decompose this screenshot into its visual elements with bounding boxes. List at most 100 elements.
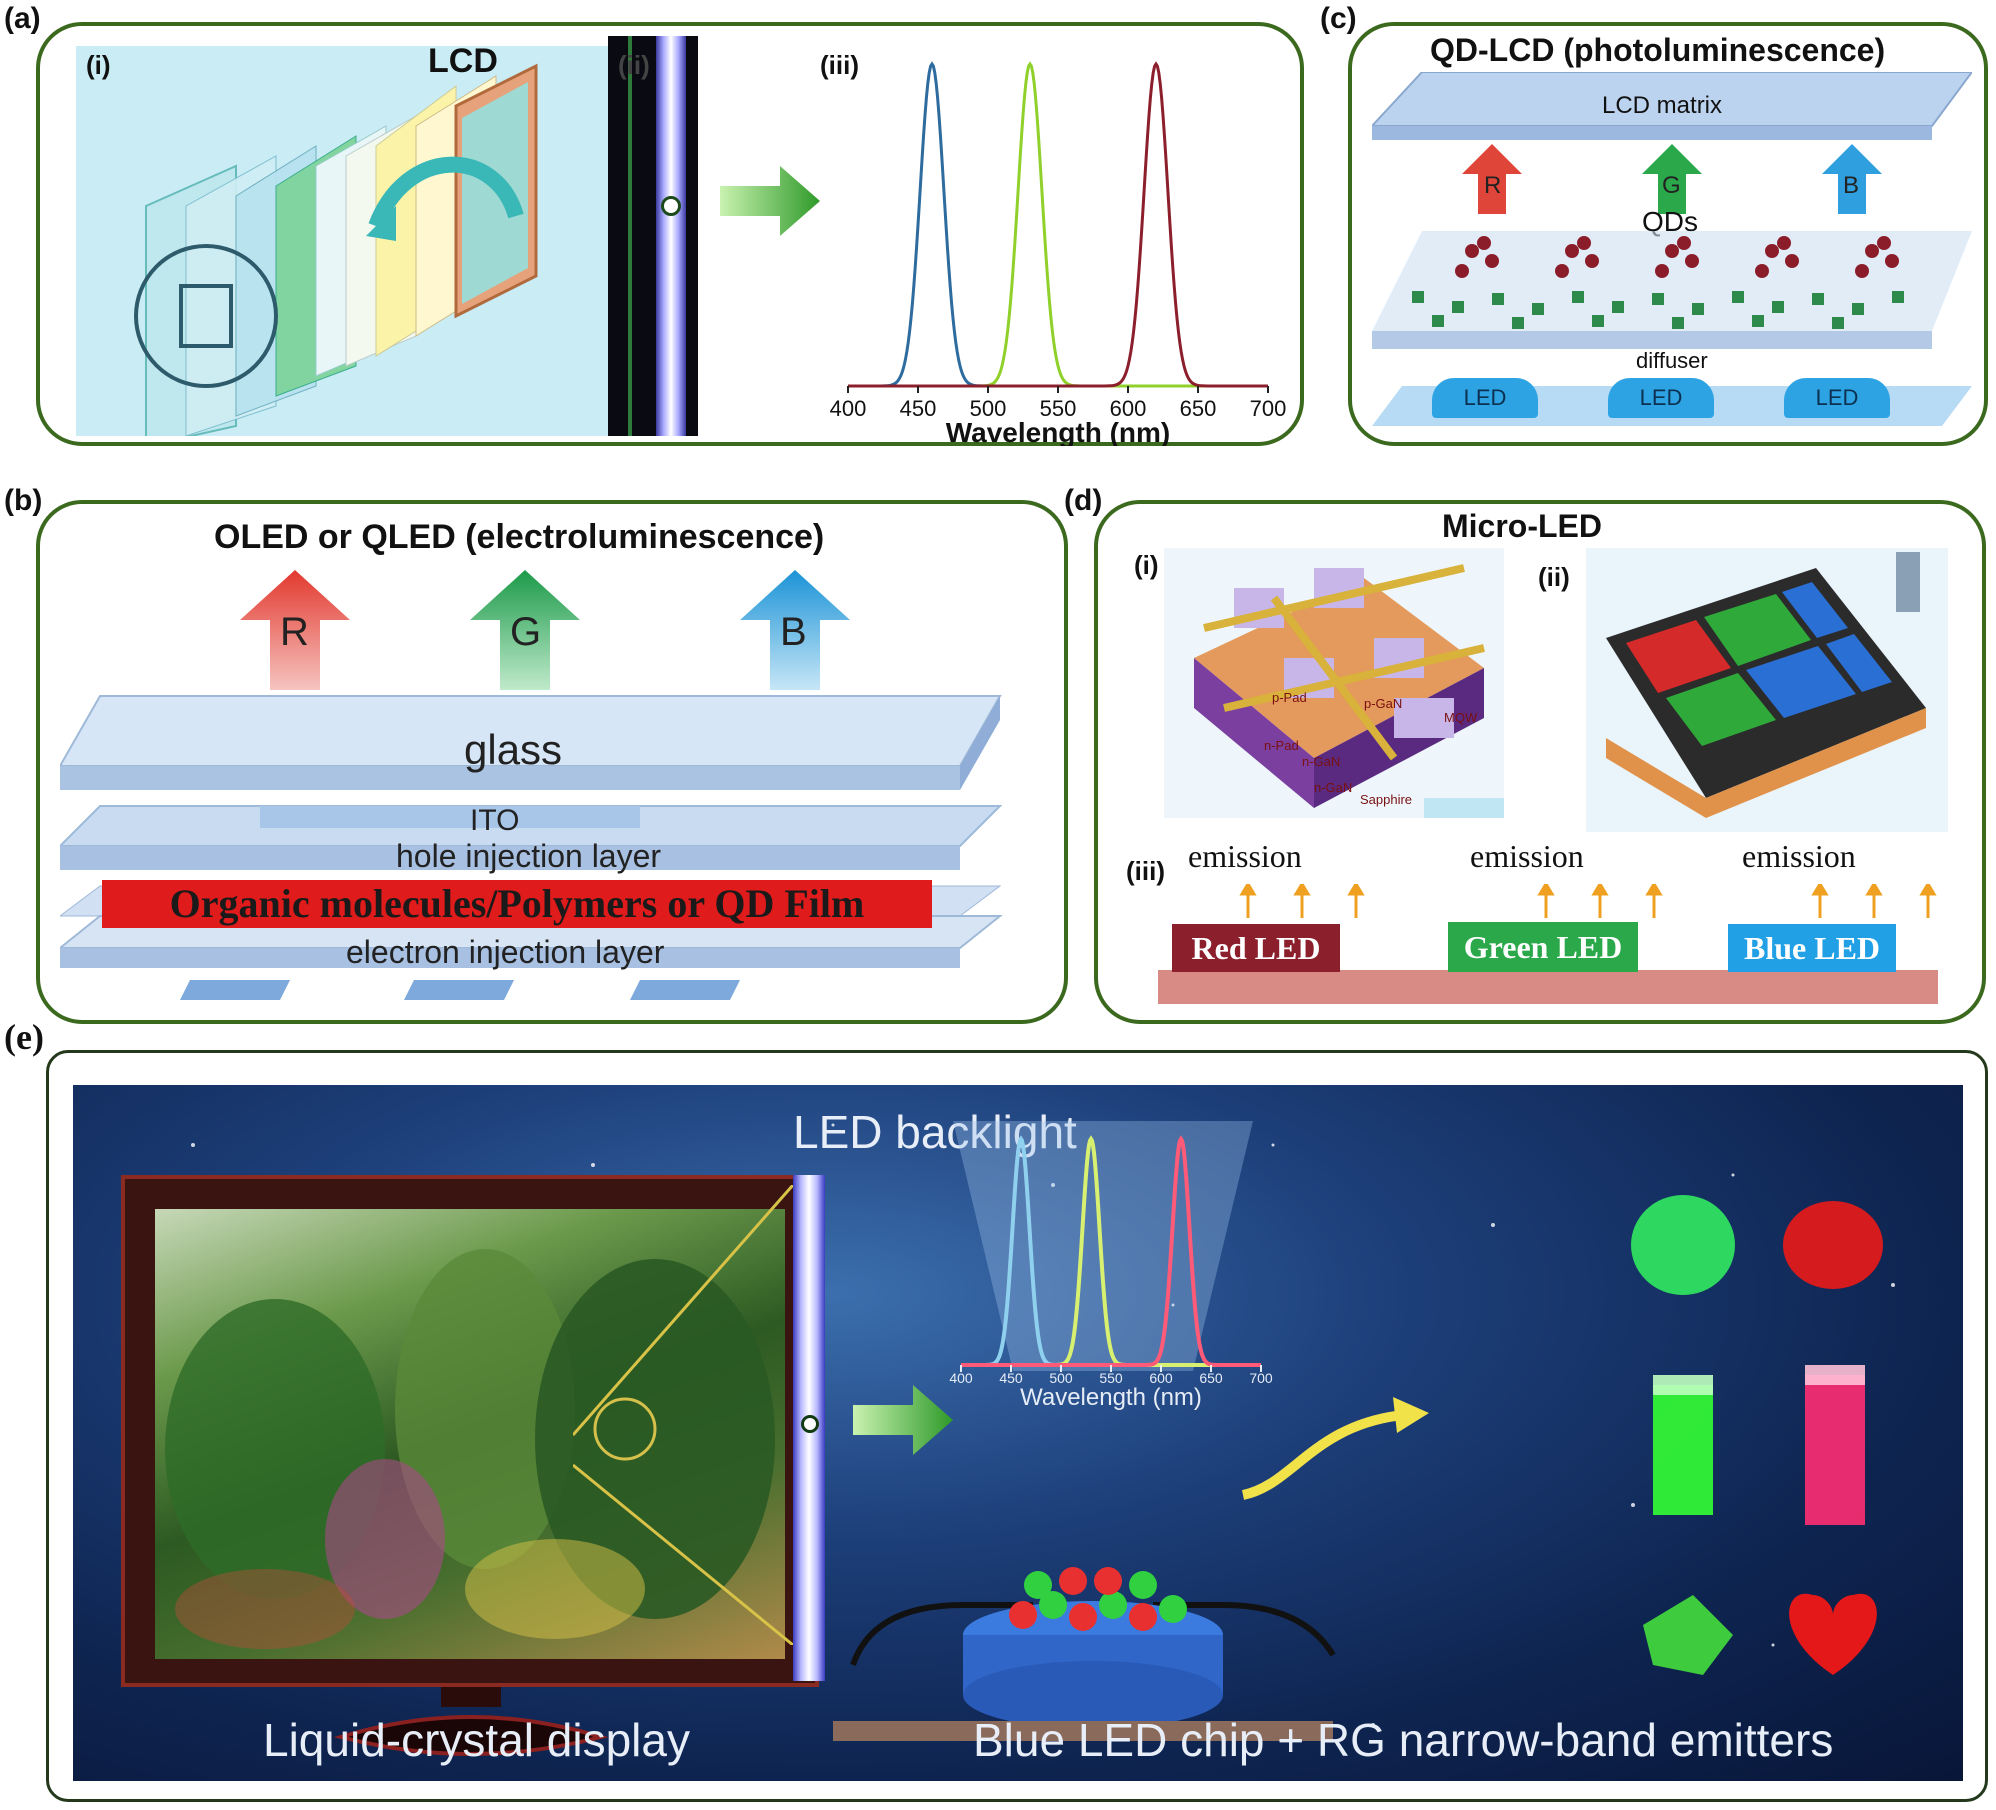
c-led-3: LED — [1784, 378, 1890, 418]
b-arrow-b: B — [780, 610, 807, 654]
panel-d-sub-ii: (ii) — [1538, 562, 1570, 592]
e-backlight-led-icon — [801, 1415, 819, 1433]
panel-c-label: (c) — [1320, 2, 1357, 35]
panel-a-sub-i: (i) — [86, 50, 111, 80]
panel-d-sub-i: (i) — [1134, 550, 1159, 580]
panel-c: QD-LCD (photoluminescence) LCD matrix R … — [1348, 22, 1988, 446]
chip-label-sapphire: Sapphire — [1360, 792, 1413, 807]
lcd-matrix-slab — [1372, 72, 1972, 140]
x-tick-label: 450 — [900, 396, 937, 421]
led-backlight-label: LED backlight — [793, 1106, 1077, 1158]
chip-caption: Blue LED chip + RG narrow-band emitters — [973, 1714, 1834, 1766]
electron-injection-label: electron injection layer — [346, 934, 665, 970]
panel-a-title: LCD — [428, 42, 498, 80]
c-led-2-label: LED — [1639, 385, 1683, 410]
x-tick-label: 450 — [999, 1370, 1023, 1386]
blue-led-block: Blue LED — [1728, 924, 1896, 972]
c-green-arrow-icon — [1642, 144, 1702, 214]
b-red-arrow-icon — [240, 570, 350, 690]
panel-d-label: (d) — [1064, 484, 1103, 517]
hole-injection-label: hole injection layer — [396, 838, 662, 874]
x-tick-label: 400 — [949, 1370, 973, 1386]
diffuser-label: diffuser — [1636, 348, 1708, 373]
panel-a-sub-iii: (iii) — [820, 50, 859, 80]
emission-arrows — [1239, 884, 1937, 918]
panel-a-label: (a) — [4, 2, 41, 35]
c-led-1: LED — [1432, 378, 1538, 418]
emission-label-green: emission — [1470, 838, 1584, 874]
b-arrow-g: G — [510, 610, 542, 654]
lcd-illustration — [76, 46, 636, 448]
x-axis-label: Wavelength (nm) — [946, 417, 1171, 446]
red-led-block: Red LED — [1172, 924, 1340, 972]
x-axis-label: Wavelength (nm) — [1020, 1384, 1202, 1411]
panel-d-sub-iii: (iii) — [1126, 856, 1165, 886]
e-green-arrow-icon — [853, 1385, 953, 1455]
panel-a: (i) LCD (ii) (iii) 400 450 500 550 600 650 700… — [36, 22, 1304, 448]
micro-led-chip-illustration: p-GaN n-GaN MQW Sapphire n-GaN p-Pad n-P… — [1164, 548, 1504, 818]
panel-e-label: (e) — [4, 1017, 44, 1057]
c-led-1-label: LED — [1463, 385, 1507, 410]
c-arrow-b: B — [1843, 172, 1860, 199]
ito-label: ITO — [470, 804, 520, 837]
emission-label-blue: emission — [1742, 838, 1856, 874]
b-blue-arrow-icon — [740, 570, 850, 690]
panel-b-label: (b) — [4, 484, 43, 517]
c-arrow-g: G — [1662, 172, 1681, 199]
micro-led-array-illustration — [1586, 548, 1948, 832]
x-tick-label: 500 — [1049, 1370, 1073, 1386]
x-tick-label: 500 — [970, 396, 1007, 421]
micro-led-substrate — [1158, 970, 1938, 1004]
spectrum-series-0 — [961, 1135, 1261, 1367]
emitter-samples — [1631, 1195, 1883, 1675]
chip-label-ngan-2: n-GaN — [1314, 780, 1353, 795]
panel-a-sub-ii: (ii) — [618, 50, 650, 80]
jungle-scene-graphic — [165, 1249, 775, 1649]
lcd-layers-graphic — [134, 63, 538, 448]
panel-d-title: Micro-LED — [1442, 508, 1602, 544]
c-led-3-label: LED — [1815, 385, 1859, 410]
x-tick-label: 700 — [1250, 396, 1286, 421]
panel-d: Micro-LED (i) p-GaN n-GaN MQW Sapphire n… — [1094, 500, 1986, 1024]
spectrum-series-1 — [848, 61, 1268, 388]
c-red-arrow-icon — [1462, 144, 1522, 214]
chip-label-mqw: MQW — [1444, 710, 1478, 725]
lcd-monitor — [121, 1175, 819, 1687]
x-tick-label: 650 — [1199, 1370, 1223, 1386]
c-blue-arrow-icon — [1822, 144, 1882, 214]
b-green-arrow-icon — [470, 570, 580, 690]
chip-label-npad: n-Pad — [1264, 738, 1299, 753]
blue-led-chip-with-qds — [833, 1567, 1336, 1741]
panel-b: OLED or QLED (electroluminescence) R G B… — [36, 500, 1068, 1024]
green-led-block: Green LED — [1448, 922, 1638, 972]
glass-label: glass — [464, 726, 563, 773]
x-tick-label: 550 — [1040, 396, 1077, 421]
panel-c-title: QD-LCD (photoluminescence) — [1430, 32, 1886, 68]
x-tick-label: 400 — [830, 396, 867, 421]
chip-label-ppad: p-Pad — [1272, 690, 1307, 705]
x-tick-label: 650 — [1180, 396, 1217, 421]
backlight-led-icon — [661, 196, 681, 216]
x-tick-label: 600 — [1149, 1370, 1173, 1386]
qd-film — [1372, 231, 1972, 349]
monitor-stand — [333, 1687, 609, 1756]
lcd-caption: Liquid-crystal display — [263, 1714, 690, 1766]
x-tick-label: 550 — [1099, 1370, 1123, 1386]
green-arrow-icon — [720, 166, 820, 236]
chip-label-pgan: p-GaN — [1364, 696, 1403, 711]
x-tick-label: 600 — [1110, 396, 1147, 421]
panel-b-title: OLED or QLED (electroluminescence) — [214, 518, 825, 556]
x-tick-label: 700 — [1249, 1370, 1273, 1386]
spectrum-series-2 — [848, 61, 1268, 388]
monitor-screen — [155, 1209, 785, 1659]
chip-label-ngan: n-GaN — [1302, 754, 1341, 769]
lcd-matrix-label: LCD matrix — [1602, 92, 1723, 119]
zoom-lines — [573, 1185, 795, 1645]
emission-label-red: emission — [1188, 838, 1302, 874]
emissive-layer-label: Organic molecules/Polymers or QD Film — [102, 880, 932, 928]
yellow-curved-arrow-icon — [1241, 1397, 1429, 1500]
